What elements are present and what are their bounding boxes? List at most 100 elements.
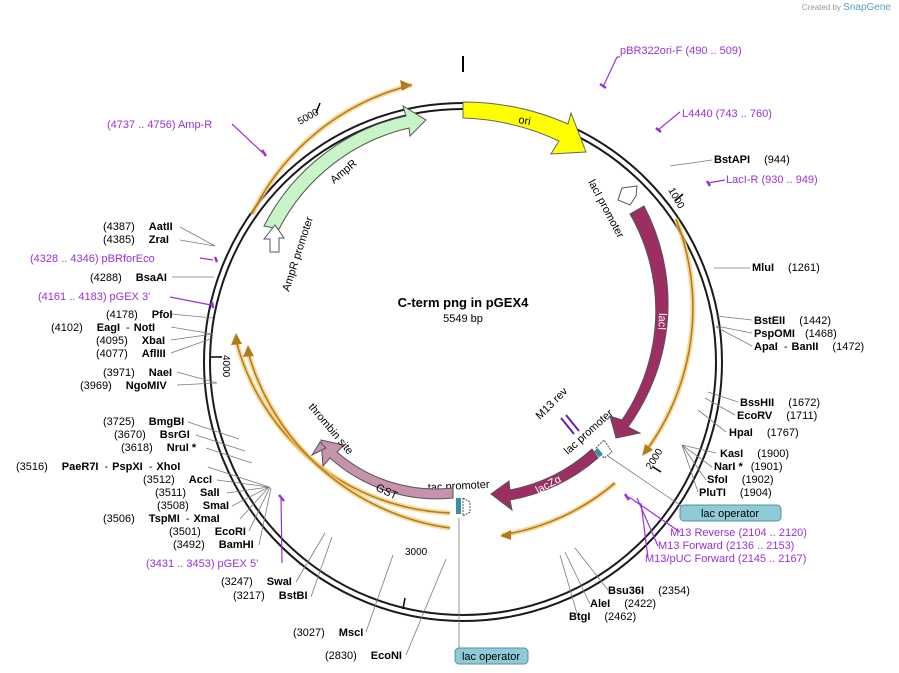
site-bamhi[interactable]: (3492)BamHI — [173, 539, 254, 551]
site-xbai[interactable]: (4095) XbaI — [96, 335, 165, 347]
site-sali[interactable]: (3511)SalI — [155, 487, 220, 499]
site-sep: - — [105, 461, 109, 473]
site-pos: (4102) — [51, 322, 83, 334]
site-pos: (2354) — [658, 585, 690, 597]
site-ngomiv[interactable]: (3969)NgoMIV — [80, 380, 167, 392]
gst-feature[interactable] — [320, 439, 454, 500]
primer-pbr322ori-f[interactable]: pBR322ori-F (490 .. 509) — [620, 45, 742, 57]
site-lines — [170, 159, 753, 656]
primer-amp-r[interactable]: (4737 .. 4756) Amp-R — [107, 119, 212, 131]
ori-feature[interactable] — [462, 101, 587, 155]
primer-pgex3[interactable]: (4161 .. 4183) pGEX 3' — [38, 291, 150, 303]
svg-text:(2830)EcoNI: (2830)EcoNI — [325, 650, 402, 662]
site-bsu36i[interactable]: Bsu36I(2354) — [608, 585, 690, 597]
site-pos: (4288) — [90, 272, 122, 284]
lac-operator-1-mark — [593, 448, 603, 458]
site-name: BamHI — [219, 539, 254, 551]
lac-operator-2-badge[interactable] — [454, 647, 529, 665]
site-name: BstAPI — [714, 154, 750, 166]
site-eagi[interactable]: (4102)EagI-NotI — [51, 322, 155, 334]
ampr-promoter-feature[interactable] — [262, 224, 285, 253]
tac-promoter-feature[interactable] — [462, 497, 471, 517]
site-mlui[interactable]: MluI(1261) — [752, 262, 820, 274]
plasmid-length: 5549 bp — [443, 313, 483, 325]
site-bsaai[interactable]: (4288) BsaAI — [90, 272, 167, 284]
site-ecorv[interactable]: EcoRV(1711) — [737, 410, 817, 422]
site-btgi[interactable]: BtgI(2462) — [569, 611, 636, 623]
site-name: AleI — [590, 598, 610, 610]
site-apai[interactable]: ApaI-BanII(1472) — [754, 341, 864, 353]
site-pos: (3512) — [143, 474, 175, 486]
site-nari[interactable]: NarI *(1901) — [714, 461, 783, 473]
svg-text:KasI(1900): KasI(1900) — [720, 448, 789, 460]
site-name: SfoI — [707, 474, 728, 486]
site-name: XbaI — [142, 335, 165, 347]
site-kasi[interactable]: KasI(1900) — [720, 448, 789, 460]
svg-text:Bsu36I(2354): Bsu36I(2354) — [608, 585, 690, 597]
site-afliii[interactable]: (4077)AflIII — [96, 348, 166, 360]
lac-operator-1-label: lac operator — [701, 508, 759, 520]
primer-m13-forward[interactable]: M13 Forward (2136 .. 2153) — [658, 540, 794, 552]
site-tspmi[interactable]: (3506)TspMI-XmaI — [103, 513, 220, 525]
svg-text:(3670)BsrGI: (3670)BsrGI — [114, 429, 190, 441]
svg-text:(3511)SalI: (3511)SalI — [155, 487, 220, 499]
svg-text:BstAPI(944): BstAPI(944) — [714, 154, 790, 166]
site-hpai[interactable]: HpaI(1767) — [729, 427, 799, 439]
site-pfoi[interactable]: (4178)PfoI — [106, 309, 173, 321]
site-bsrgi[interactable]: (3670)BsrGI — [114, 429, 190, 441]
site-bstapi[interactable]: BstAPI(944) — [714, 154, 790, 166]
site-sep: - — [186, 513, 190, 525]
site-bsteii[interactable]: BstEII(1442) — [754, 315, 831, 327]
site-bmgbi[interactable]: (3725)BmgBI — [103, 416, 184, 428]
site-pluti[interactable]: PluTI(1904) — [699, 487, 772, 499]
site-name: NarI * — [714, 461, 743, 473]
site-pspomi[interactable]: PspOMI(1468) — [754, 328, 837, 340]
primer-l4440[interactable]: L4440 (743 .. 760) — [682, 108, 772, 120]
site-alei[interactable]: AleI(2422) — [590, 598, 656, 610]
site-name: BsaAI — [136, 272, 167, 284]
svg-text:(3971)NaeI: (3971)NaeI — [103, 367, 172, 379]
site-nrui[interactable]: (3618)NruI * — [121, 442, 197, 454]
site-name: BsrGI — [160, 429, 190, 441]
svg-text:AleI(2422): AleI(2422) — [590, 598, 656, 610]
site-paer7i[interactable]: (3516)PaeR7I-PspXI-XhoI — [16, 461, 180, 473]
lacza-feature[interactable] — [490, 448, 599, 512]
laci-promoter-feature[interactable] — [617, 185, 638, 206]
site-pos: (3618) — [121, 442, 153, 454]
site-pos: (4095) — [96, 335, 128, 347]
site-naei[interactable]: (3971)NaeI — [103, 367, 172, 379]
thrombin-feature[interactable] — [310, 441, 327, 457]
primer-m13-reverse[interactable]: M13 Reverse (2104 .. 2120) — [670, 527, 807, 539]
svg-text:(3217)BstBI: (3217)BstBI — [233, 590, 308, 602]
site-smai[interactable]: (3508)SmaI — [157, 500, 229, 512]
site-pos: (3725) — [103, 416, 135, 428]
ampr-feature[interactable] — [263, 104, 427, 230]
primer-pbrforeco[interactable]: (4328 .. 4346) pBRforEco — [30, 253, 155, 265]
site-name-2: XmaI — [193, 513, 219, 525]
site-name: BstBI — [279, 590, 308, 602]
primer-pgex5[interactable]: (3431 .. 3453) pGEX 5' — [146, 558, 258, 570]
primer-m13-puc-forward[interactable]: M13/pUC Forward (2145 .. 2167) — [645, 553, 806, 565]
site-name: BtgI — [569, 611, 590, 623]
site-name: BssHII — [740, 397, 774, 409]
primer-lines — [169, 56, 726, 564]
site-msci[interactable]: (3027)MscI — [293, 627, 363, 639]
site-aatii[interactable]: (4387)AatII — [103, 221, 173, 233]
m13-rev-feature[interactable] — [560, 414, 580, 435]
site-bstbi[interactable]: (3217)BstBI — [233, 590, 308, 602]
site-pos: (3971) — [103, 367, 135, 379]
site-name-2: BanII — [792, 341, 819, 353]
site-zrai[interactable]: (4385)ZraI — [103, 234, 169, 246]
site-acci[interactable]: (3512)AccI — [143, 474, 212, 486]
site-ecori[interactable]: (3501)EcoRI — [169, 526, 246, 538]
primer-laci-r[interactable]: LacI-R (930 .. 949) — [726, 174, 818, 186]
site-econi[interactable]: (2830)EcoNI — [325, 650, 402, 662]
lac-operator-1-badge[interactable] — [679, 504, 782, 522]
site-bsshii[interactable]: BssHII (1672) — [740, 397, 820, 409]
site-pos: (1672) — [788, 397, 820, 409]
laci-feature[interactable] — [609, 205, 669, 439]
site-swai[interactable]: (3247)SwaI — [221, 576, 292, 588]
svg-text:(3618)NruI *: (3618)NruI * — [121, 442, 197, 454]
site-sfoi[interactable]: SfoI(1902) — [707, 474, 774, 486]
